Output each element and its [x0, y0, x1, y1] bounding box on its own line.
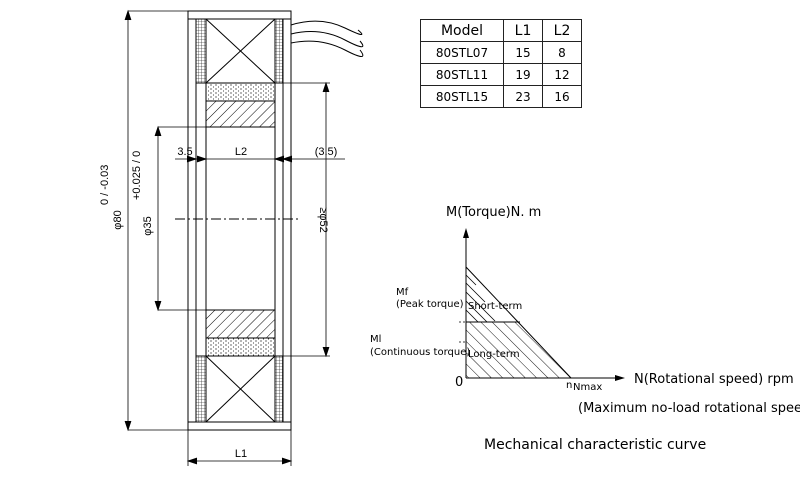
dim-l2: L2 [235, 146, 247, 158]
x-axis-label: N(Rotational speed) rpm [634, 372, 794, 387]
short-term-label: Short-term [468, 301, 522, 312]
cell-model: 80STL15 [420, 85, 504, 108]
cell-l1: 23 [503, 85, 543, 108]
nmax-subscript: Nmax [573, 382, 602, 393]
x-axis-note: (Maximum no-load rotational speed) [578, 401, 800, 416]
table-header-row: Model L1 L2 [420, 19, 582, 42]
dim-right-gap: (3.5) [315, 146, 338, 158]
cell-l2: 8 [542, 41, 582, 64]
long-term-label: Long-term [468, 349, 520, 360]
dimension-labels: φ80 0 / -0.03 φ35 +0.025 / 0 ≥φ52 3.5 L2… [99, 146, 337, 460]
cell-l1: 19 [503, 63, 543, 86]
header-model: Model [420, 19, 504, 42]
dim-outer-diameter: φ80 [112, 210, 124, 229]
dim-bore-tolerance: +0.025 / 0 [131, 151, 143, 200]
cell-model: 80STL11 [420, 63, 504, 86]
dim-l1: L1 [235, 448, 247, 460]
dimensions [124, 9, 345, 466]
cell-l2: 12 [542, 63, 582, 86]
origin-label: 0 [455, 375, 463, 390]
dim-bore-diameter: φ35 [142, 216, 154, 235]
ml-desc: (Continuous torque) [370, 347, 470, 358]
cell-model: 80STL07 [420, 41, 504, 64]
nmax-label: n [566, 380, 572, 391]
y-axis-arrow [463, 228, 469, 238]
x-axis-arrow [615, 375, 625, 381]
cell-l1: 15 [503, 41, 543, 64]
mf-desc: (Peak torque) [396, 299, 464, 310]
table-row: 80STL11 19 12 [420, 63, 582, 86]
spec-table: Model L1 L2 80STL07 15 8 80STL11 19 12 8… [420, 19, 582, 108]
curve-caption: Mechanical characteristic curve [484, 437, 707, 453]
friction-ring-bottom [205, 337, 276, 357]
mf-label: Mf [396, 287, 409, 298]
dim-inner-diameter: ≥φ52 [317, 207, 329, 232]
table-row: 80STL15 23 16 [420, 85, 582, 108]
housing-outline [187, 10, 292, 431]
cell-l2: 16 [542, 85, 582, 108]
ml-label: Ml [370, 334, 381, 345]
dim-left-gap: 3.5 [177, 146, 192, 158]
friction-ring-top [205, 82, 276, 102]
armature-top [205, 100, 276, 128]
header-l1: L1 [503, 19, 543, 42]
characteristic-curve [459, 228, 625, 381]
curve-labels: M(Torque)N. m Mf (Peak torque) Ml (Conti… [370, 205, 800, 416]
table-row: 80STL07 15 8 [420, 41, 582, 64]
header-l2: L2 [542, 19, 582, 42]
armature-bottom [205, 309, 276, 339]
dim-outer-tolerance: 0 / -0.03 [99, 165, 111, 205]
brake-section-view [175, 10, 364, 431]
y-axis-label: M(Torque)N. m [446, 205, 541, 220]
short-term-hatch [465, 274, 496, 323]
